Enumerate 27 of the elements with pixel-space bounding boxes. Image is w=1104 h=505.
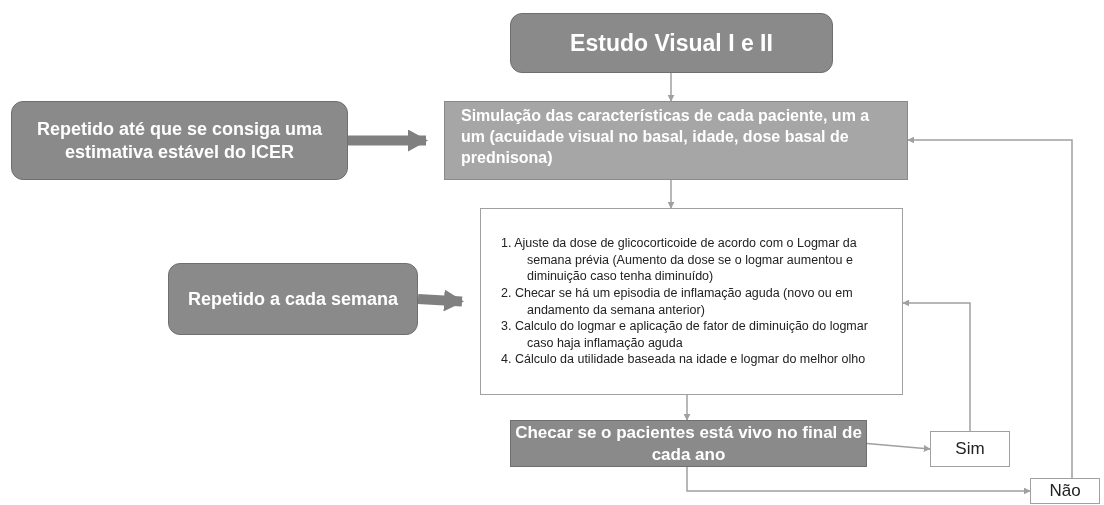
node-text: Checar se o pacientes está vivo no final de cada ano (514, 422, 863, 465)
process-box (510, 13, 833, 73)
list-item: 3. Calculo do logmar e aplicação de fator de diminuição do logmar caso haja inflamação aguda (501, 318, 869, 352)
arrow (683, 394, 691, 421)
arrow (667, 72, 675, 102)
process-box (480, 208, 903, 395)
node-text: Simulação das características de cada paciente, um a um (acuidade visual no basal, idade, dose basal de prednisona) (461, 106, 871, 168)
list-item: 4. Cálculo da utilidade baseada na idade e logmar do melhor olho (501, 351, 867, 368)
node-text: Repetido até que se consiga uma estimativa estável do ICER (35, 118, 324, 163)
process-box (168, 263, 418, 335)
arrow (902, 299, 971, 432)
arrow (866, 442, 931, 452)
answer-box (930, 431, 1010, 467)
list-item: 1. Ajuste da dose de glicocorticoide de acordo com o Logmar da semana prévia (Aumento da dose se o logmar aumentou e diminuição caso tenha diminuído) (501, 235, 858, 285)
arrow (348, 130, 428, 151)
list-item: 2. Checar se há um episodia de inflamação aguda (novo ou em andamento da semana anterior) (501, 284, 854, 319)
node-text: Repetido a cada semana (187, 287, 399, 311)
answer-box (1030, 478, 1100, 504)
node-text: Estudo Visual I e II (570, 28, 773, 58)
node-text: Sim (955, 438, 985, 461)
arrow (667, 179, 675, 209)
arrow (907, 136, 1073, 479)
node-text: Não (1049, 480, 1081, 503)
process-box (11, 101, 348, 180)
process-box (444, 101, 908, 180)
arrow (417, 290, 464, 311)
arrow (686, 466, 1031, 495)
